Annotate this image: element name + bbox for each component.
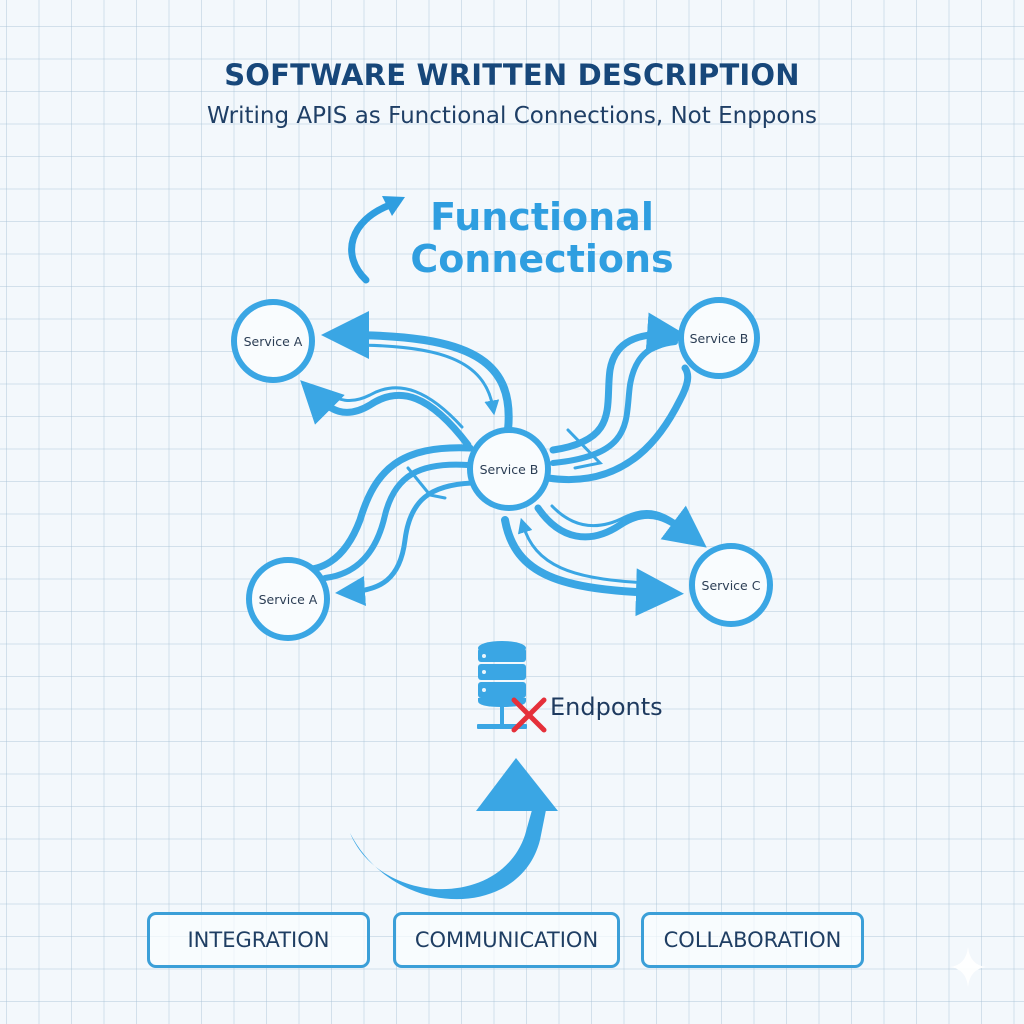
- large-upward-arrow-icon: [350, 758, 558, 900]
- collaboration-pill[interactable]: COLLABORATION: [641, 912, 864, 968]
- connection-lines: [286, 311, 707, 617]
- service-node-top-left[interactable]: Service A: [231, 299, 315, 383]
- communication-pill[interactable]: COMMUNICATION: [393, 912, 620, 968]
- service-node-center[interactable]: Service B: [467, 427, 551, 511]
- red-x-icon: [511, 697, 547, 733]
- sparkle-icon: [950, 947, 986, 987]
- functional-connections-heading: Functional Connections: [392, 196, 692, 280]
- endpoints-label: Endponts: [550, 693, 663, 721]
- integration-pill[interactable]: INTEGRATION: [147, 912, 370, 968]
- database-server-icon: [477, 641, 527, 729]
- service-node-bottom-left[interactable]: Service A: [246, 557, 330, 641]
- service-node-bottom-right[interactable]: Service C: [689, 543, 773, 627]
- heading-line-1: Functional: [430, 195, 654, 239]
- page-title: SOFTWARE WRITTEN DESCRIPTION: [224, 58, 800, 92]
- curved-arrow-icon: [348, 196, 405, 284]
- page-subtitle: Writing APIS as Functional Connections, …: [206, 103, 818, 129]
- heading-line-2: Connections: [410, 237, 674, 281]
- service-node-top-right[interactable]: Service B: [678, 297, 760, 379]
